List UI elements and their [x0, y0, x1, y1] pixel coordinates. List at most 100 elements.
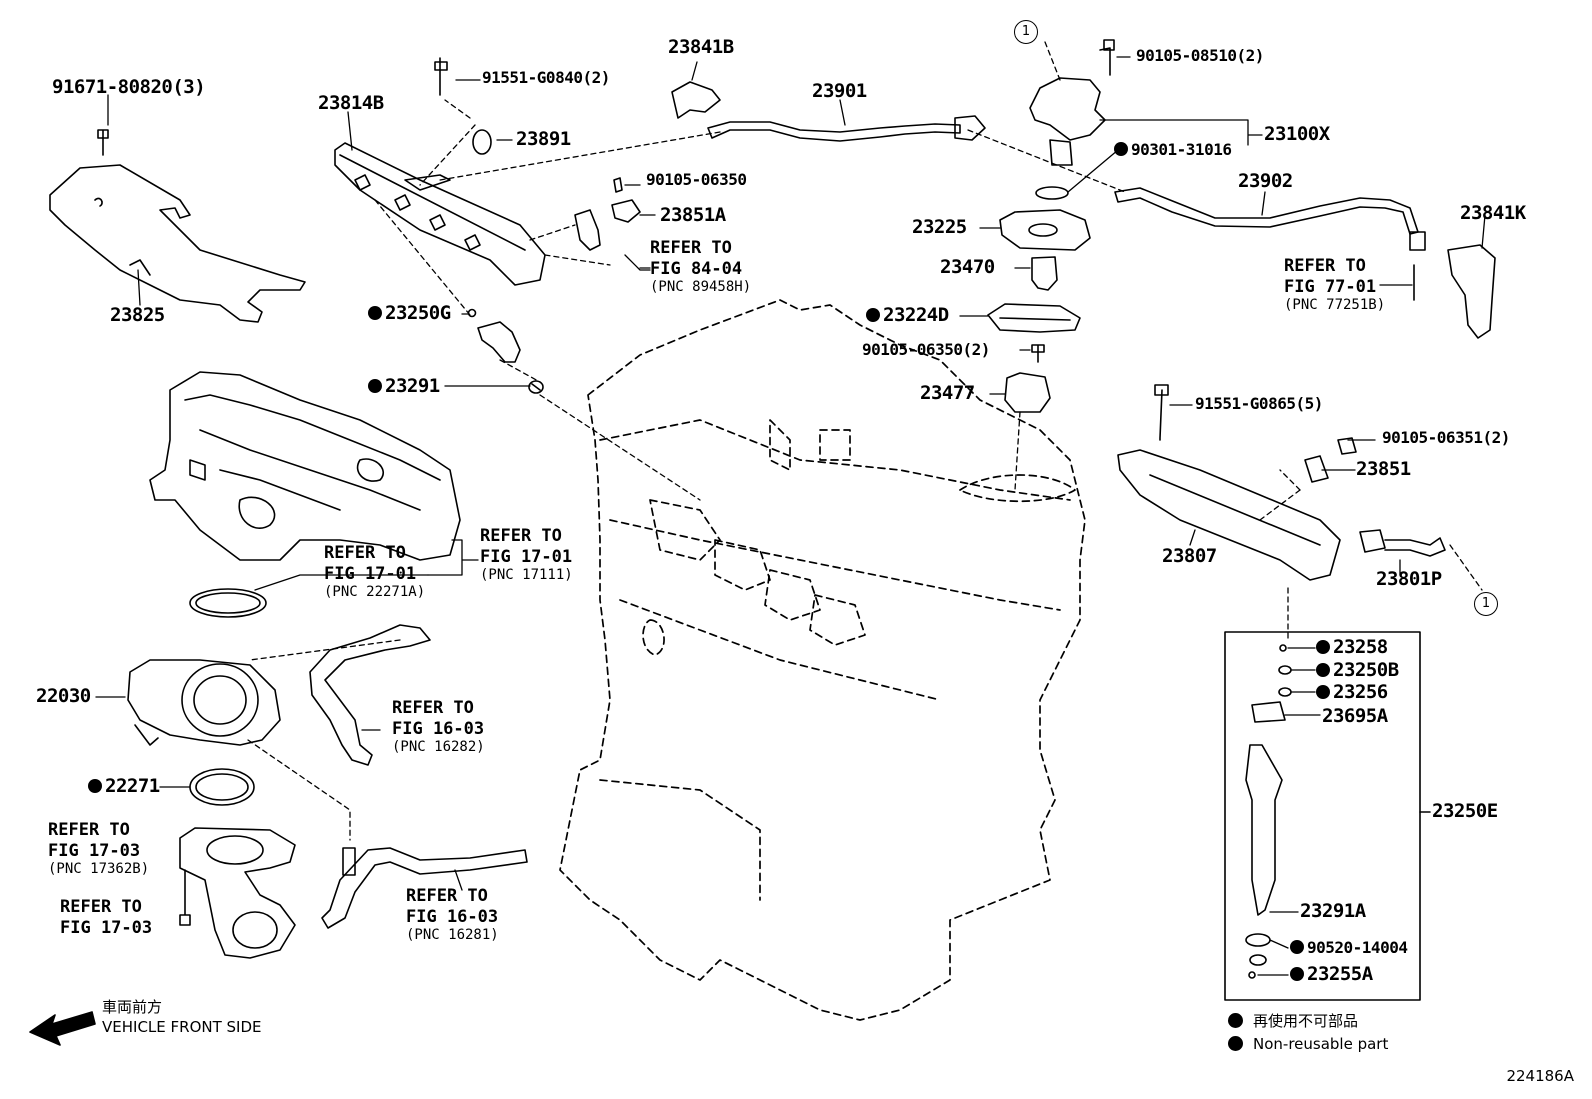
- label-23902: 23902: [1238, 170, 1293, 192]
- legend-jp-text: 再使用不可部品: [1253, 1012, 1359, 1030]
- hose-16281: [321, 847, 528, 929]
- refer-line1: REFER TO: [406, 886, 488, 906]
- refer-pnc: (PNC 17362B): [48, 861, 150, 878]
- refer-line2: FIG 17-01: [480, 546, 573, 567]
- fuel-pipe-23901: [707, 115, 986, 142]
- refer-line2: FIG 16-03: [392, 718, 485, 739]
- assembly-lines: [247, 41, 1483, 841]
- fuel-pump-23100X: [1029, 39, 1115, 200]
- legend-en-text: Non-reusable part: [1253, 1035, 1389, 1053]
- pump-gasket-23225: [999, 209, 1091, 251]
- callout-circle-1-b: 1: [1474, 592, 1498, 616]
- label-23250E: 23250E: [1432, 800, 1498, 822]
- vehicle-front-note: 車両前方 VEHICLE FRONT SIDE: [102, 998, 262, 1037]
- label-23258: 23258: [1316, 638, 1388, 657]
- front-en: VEHICLE FRONT SIDE: [102, 1017, 262, 1036]
- label-23470: 23470: [940, 256, 995, 278]
- label-91671-80820: 91671-80820(3): [52, 76, 206, 98]
- refer-line2: FIG 84-04: [650, 258, 743, 279]
- label-23814B: 23814B: [318, 92, 384, 114]
- refer-fig-17-01-b: REFER TO FIG 17-01 (PNC 22271A): [324, 543, 425, 602]
- protector-23841B: [671, 81, 721, 119]
- insulator-23891: [434, 57, 492, 155]
- refer-fig-16-03-a: REFER TO FIG 16-03 (PNC 16282): [392, 698, 485, 757]
- throttle-body-22030: [127, 659, 281, 746]
- front-jp: 車両前方: [102, 998, 163, 1016]
- label-22030: 22030: [36, 685, 91, 707]
- label-23291: 23291: [368, 377, 440, 396]
- refer-line2: FIG 17-01: [324, 563, 417, 584]
- label-23841B: 23841B: [668, 36, 734, 58]
- wire-23801P: [1359, 529, 1446, 557]
- label-23224D: 23224D: [866, 306, 949, 325]
- housing-23477: [1004, 344, 1051, 413]
- label-23250B: 23250B: [1316, 661, 1399, 680]
- label-23291A: 23291A: [1300, 900, 1366, 922]
- refer-pnc: (PNC 89458H): [650, 279, 752, 296]
- refer-line1: REFER TO: [480, 526, 562, 546]
- intake-spacer: [179, 827, 296, 959]
- refer-pnc: (PNC 22271A): [324, 584, 426, 601]
- label-90520-14004: 90520-14004: [1290, 940, 1408, 956]
- label-23255A: 23255A: [1290, 965, 1373, 984]
- label-90105-06350: 90105-06350: [646, 170, 747, 189]
- refer-pnc: (PNC 16281): [406, 927, 499, 944]
- refer-line1: REFER TO: [48, 820, 130, 840]
- refer-fig-77-01: REFER TO FIG 77-01 (PNC 77251B): [1284, 256, 1385, 315]
- leader-lines: [95, 56, 1486, 976]
- label-23477: 23477: [920, 382, 975, 404]
- refer-line2: FIG 17-03: [48, 840, 141, 861]
- label-91551-G0865: 91551-G0865(5): [1195, 394, 1323, 413]
- refer-line1: REFER TO: [650, 238, 732, 258]
- refer-line2: FIG 77-01: [1284, 276, 1377, 297]
- label-23256: 23256: [1316, 683, 1388, 702]
- heat-insulator-23825: [49, 129, 306, 323]
- label-23841K: 23841K: [1460, 202, 1526, 224]
- label-91551-G0840: 91551-G0840(2): [482, 68, 610, 87]
- label-23851: 23851: [1356, 458, 1411, 480]
- bullet-icon: [1228, 1013, 1243, 1028]
- lifter-23470: [1031, 256, 1058, 291]
- label-23100X: 23100X: [1264, 123, 1330, 145]
- refer-line1: REFER TO: [1284, 256, 1366, 276]
- refer-pnc: (PNC 16282): [392, 739, 485, 756]
- label-23807: 23807: [1162, 545, 1217, 567]
- label-90105-06351: 90105-06351(2): [1382, 428, 1510, 447]
- label-90105-06350-2: 90105-06350(2): [862, 340, 990, 359]
- fuel-rail-23807: [1117, 384, 1357, 581]
- bullet-icon: [1228, 1036, 1243, 1051]
- legend-en: Non-reusable part: [1228, 1035, 1388, 1053]
- label-23901: 23901: [812, 80, 867, 102]
- label-23891: 23891: [516, 128, 571, 150]
- refer-fig-84-04: REFER TO FIG 84-04 (PNC 89458H): [650, 238, 751, 297]
- injector-assembly-box: [1224, 631, 1431, 1001]
- hose-16282: [309, 624, 431, 766]
- fuel-rail-23814B: [334, 142, 546, 286]
- refer-fig-17-01-a: REFER TO FIG 17-01 (PNC 17111): [480, 526, 573, 585]
- refer-fig-17-03-a: REFER TO FIG 17-03 (PNC 17362B): [48, 820, 149, 879]
- refer-line2: FIG 16-03: [406, 906, 499, 927]
- label-23801P: 23801P: [1376, 568, 1442, 590]
- label-23851A: 23851A: [660, 204, 726, 226]
- refer-line1: REFER TO: [392, 698, 474, 718]
- refer-line2: FIG 17-03: [60, 917, 153, 938]
- engine-block-outline: [559, 299, 1086, 1021]
- fuel-pipe-23902: [1114, 187, 1426, 251]
- gasket-23224D: [987, 303, 1081, 333]
- label-23225: 23225: [912, 216, 967, 238]
- injector-left: [467, 308, 544, 394]
- label-23250G: 23250G: [368, 304, 451, 323]
- refer-pnc: (PNC 17111): [480, 567, 573, 584]
- sensor-23851A: [574, 177, 641, 251]
- label-23695A: 23695A: [1322, 705, 1388, 727]
- label-23825: 23825: [110, 304, 165, 326]
- refer-line1: REFER TO: [324, 543, 406, 563]
- figure-code: 224186A: [1506, 1067, 1574, 1085]
- label-90301-31016: 90301-31016: [1114, 142, 1232, 158]
- intake-manifold: [149, 371, 461, 561]
- refer-line1: REFER TO: [60, 897, 142, 917]
- legend-jp: 再使用不可部品: [1228, 1010, 1358, 1031]
- refer-fig-17-03-b: REFER TO FIG 17-03: [60, 897, 152, 938]
